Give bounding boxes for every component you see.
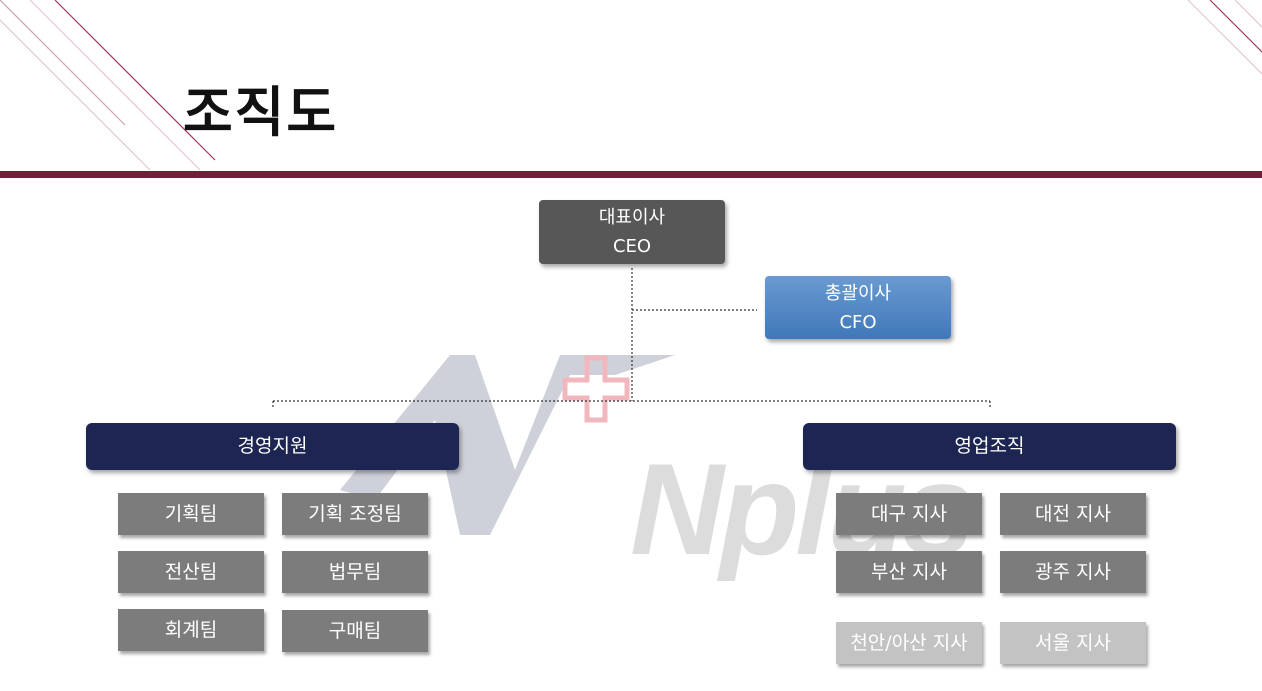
team-label: 기획 조정팀 <box>308 502 402 525</box>
cfo-title-en: CFO <box>839 311 877 333</box>
header-divider <box>0 171 1262 178</box>
team-planning-coordination[interactable]: 기획 조정팀 <box>282 493 428 535</box>
branch-label: 대구 지사 <box>871 502 947 525</box>
dept-label: 영업조직 <box>954 435 1025 457</box>
branch-label: 대전 지사 <box>1035 502 1111 525</box>
cfo-box[interactable]: 총괄이사 CFO <box>765 276 951 339</box>
branch-cheonan-asan[interactable]: 천안/아산 지사 <box>836 622 982 664</box>
team-planning[interactable]: 기획팀 <box>118 493 264 535</box>
dept-label: 경영지원 <box>237 435 308 457</box>
watermark-logo-icon <box>340 355 675 535</box>
branch-daejeon[interactable]: 대전 지사 <box>1000 493 1146 535</box>
team-it[interactable]: 전산팀 <box>118 551 264 593</box>
ceo-title-en: CEO <box>612 236 652 257</box>
branch-gwangju[interactable]: 광주 지사 <box>1000 551 1146 593</box>
dept-management-support[interactable]: 경영지원 <box>86 423 459 470</box>
branch-seoul[interactable]: 서울 지사 <box>1000 622 1146 664</box>
branch-label: 광주 지사 <box>1035 560 1111 583</box>
ceo-title-ko: 대표이사 <box>598 207 666 228</box>
team-label: 법무팀 <box>328 560 382 583</box>
team-label: 기획팀 <box>164 502 218 525</box>
team-label: 구매팀 <box>328 619 382 642</box>
team-purchasing[interactable]: 구매팀 <box>282 610 428 652</box>
team-accounting[interactable]: 회계팀 <box>118 609 264 651</box>
header-decoration <box>0 0 1262 171</box>
branch-daegu[interactable]: 대구 지사 <box>836 493 982 535</box>
dept-sales[interactable]: 영업조직 <box>803 423 1176 470</box>
page-title: 조직도 <box>183 81 339 144</box>
branch-busan[interactable]: 부산 지사 <box>836 551 982 593</box>
ceo-box[interactable]: 대표이사 CEO <box>539 200 725 264</box>
branch-label: 서울 지사 <box>1035 631 1111 654</box>
team-label: 전산팀 <box>164 560 218 583</box>
branch-label: 부산 지사 <box>871 560 947 583</box>
cfo-title-ko: 총괄이사 <box>824 282 892 304</box>
team-label: 회계팀 <box>164 618 218 641</box>
branch-label: 천안/아산 지사 <box>850 631 968 654</box>
team-legal[interactable]: 법무팀 <box>282 551 428 593</box>
